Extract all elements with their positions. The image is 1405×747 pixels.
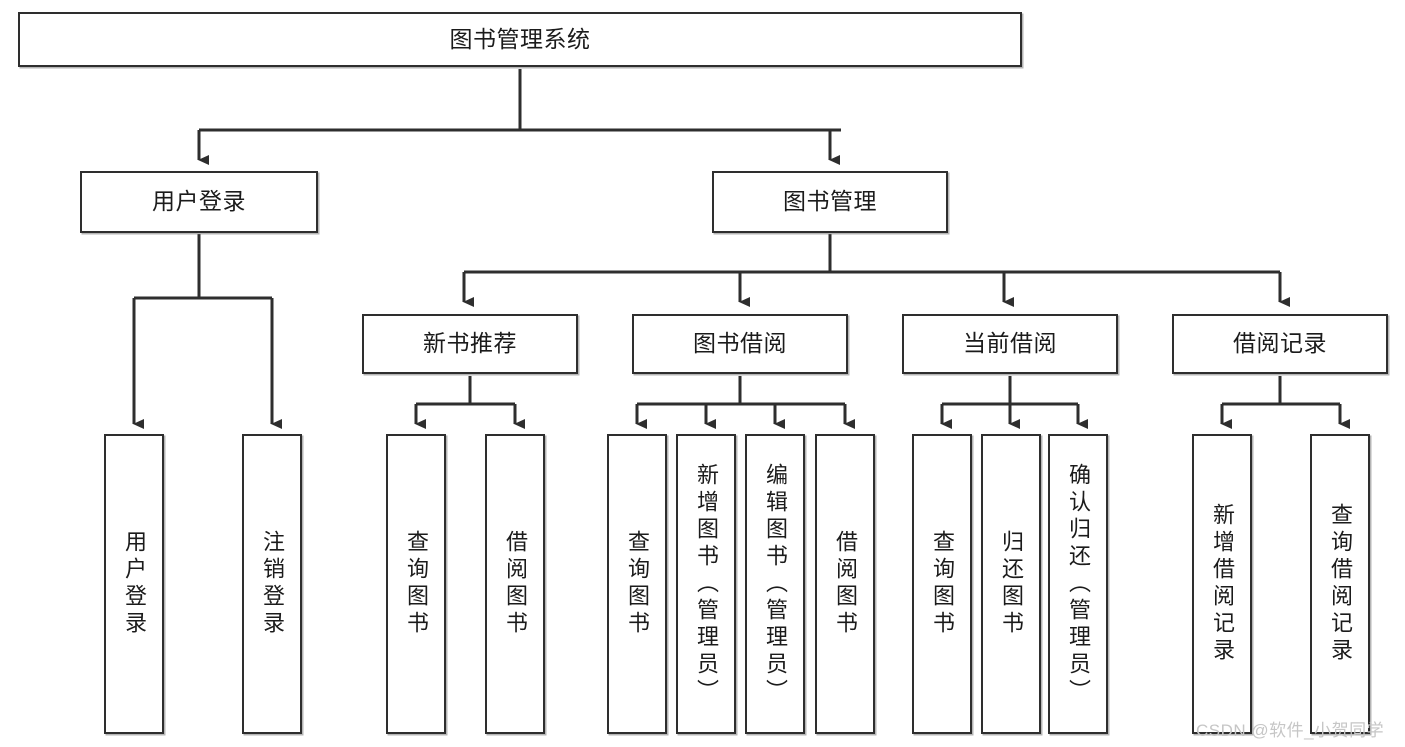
node-current-borrow[interactable]: 当前借阅: [902, 314, 1118, 374]
leaf-current-confirm-return-label: 确认归还（管理员）: [1066, 462, 1091, 706]
leaf-borrow-edit-book-label: 编辑图书（管理员）: [763, 462, 788, 706]
leaf-new-book-query-label: 查询图书: [404, 530, 429, 638]
csdn-watermark: CSDN @软件_小贺同学: [1196, 721, 1385, 740]
leaf-new-book-query[interactable]: 查询图书: [386, 434, 446, 734]
node-book-borrow-label: 图书借阅: [693, 330, 787, 357]
node-new-book-recommend[interactable]: 新书推荐: [362, 314, 578, 374]
node-user-login[interactable]: 用户登录: [80, 171, 318, 233]
leaf-new-book-borrow[interactable]: 借阅图书: [485, 434, 545, 734]
leaf-user-login-signout-label: 注销登录: [260, 530, 285, 638]
node-root-system[interactable]: 图书管理系统: [18, 12, 1022, 67]
node-book-borrow[interactable]: 图书借阅: [632, 314, 848, 374]
leaf-current-query-book[interactable]: 查询图书: [912, 434, 972, 734]
leaf-record-query[interactable]: 查询借阅记录: [1310, 434, 1370, 734]
leaf-current-return-book-label: 归还图书: [999, 530, 1024, 638]
leaf-borrow-query-book-label: 查询图书: [625, 530, 650, 638]
node-book-management-label: 图书管理: [783, 188, 877, 215]
leaf-borrow-add-book[interactable]: 新增图书（管理员）: [676, 434, 736, 734]
leaf-user-login-signin[interactable]: 用户登录: [104, 434, 164, 734]
leaf-borrow-borrow-book-label: 借阅图书: [833, 530, 858, 638]
leaf-current-query-book-label: 查询图书: [930, 530, 955, 638]
leaf-borrow-query-book[interactable]: 查询图书: [607, 434, 667, 734]
node-current-borrow-label: 当前借阅: [963, 330, 1057, 357]
leaf-borrow-borrow-book[interactable]: 借阅图书: [815, 434, 875, 734]
leaf-new-book-borrow-label: 借阅图书: [503, 530, 528, 638]
node-root-system-label: 图书管理系统: [449, 25, 591, 52]
leaf-record-add[interactable]: 新增借阅记录: [1192, 434, 1252, 734]
node-new-book-recommend-label: 新书推荐: [423, 330, 517, 357]
leaf-borrow-edit-book[interactable]: 编辑图书（管理员）: [745, 434, 805, 734]
node-borrow-record-label: 借阅记录: [1233, 330, 1327, 357]
leaf-current-confirm-return[interactable]: 确认归还（管理员）: [1048, 434, 1108, 734]
leaf-record-add-label: 新增借阅记录: [1210, 503, 1235, 665]
node-book-management[interactable]: 图书管理: [712, 171, 948, 233]
leaf-current-return-book[interactable]: 归还图书: [981, 434, 1041, 734]
leaf-user-login-signin-label: 用户登录: [122, 530, 147, 638]
leaf-user-login-signout[interactable]: 注销登录: [242, 434, 302, 734]
node-user-login-label: 用户登录: [152, 188, 246, 215]
leaf-borrow-add-book-label: 新增图书（管理员）: [694, 462, 719, 706]
node-borrow-record[interactable]: 借阅记录: [1172, 314, 1388, 374]
leaf-record-query-label: 查询借阅记录: [1328, 503, 1353, 665]
